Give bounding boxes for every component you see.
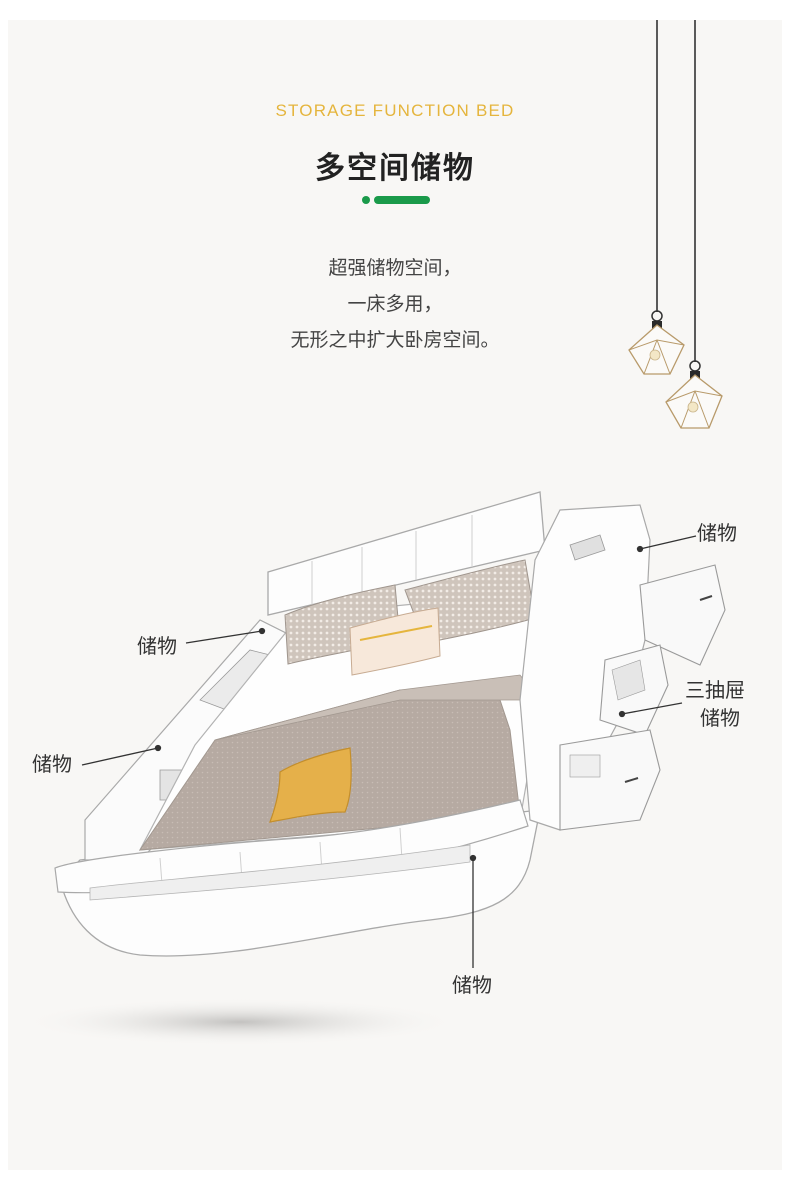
description-line: 无形之中扩大卧房空间。 (290, 329, 500, 351)
callout-left-bottom: 储物 (32, 752, 72, 776)
section-title: 多空间储物 (315, 151, 475, 186)
callout-left-top: 储物 (137, 634, 177, 658)
pendant-lamp-icon (628, 20, 685, 375)
floor-shadow (20, 998, 460, 1046)
description-line: 超强储物空间， (328, 257, 462, 279)
section-subtitle: STORAGE FUNCTION BED (275, 101, 515, 120)
callout-bottom: 储物 (452, 973, 492, 997)
description: 超强储物空间， 一床多用， 无形之中扩大卧房空间。 (0, 250, 790, 358)
callout-right-middle-line2: 储物 (700, 706, 740, 730)
drawer (599, 644, 669, 736)
description-line: 一床多用， (347, 293, 443, 315)
callout-right-middle-line1: 三抽屉 (685, 678, 745, 702)
accent-dot (362, 196, 370, 204)
accent-bar (374, 196, 430, 204)
callout-right-top: 储物 (697, 521, 737, 545)
drawer (639, 564, 726, 666)
cushion (349, 607, 441, 676)
throw-pillow (269, 747, 352, 823)
pendant-lamp-icon (665, 20, 723, 429)
drawer (559, 729, 661, 831)
